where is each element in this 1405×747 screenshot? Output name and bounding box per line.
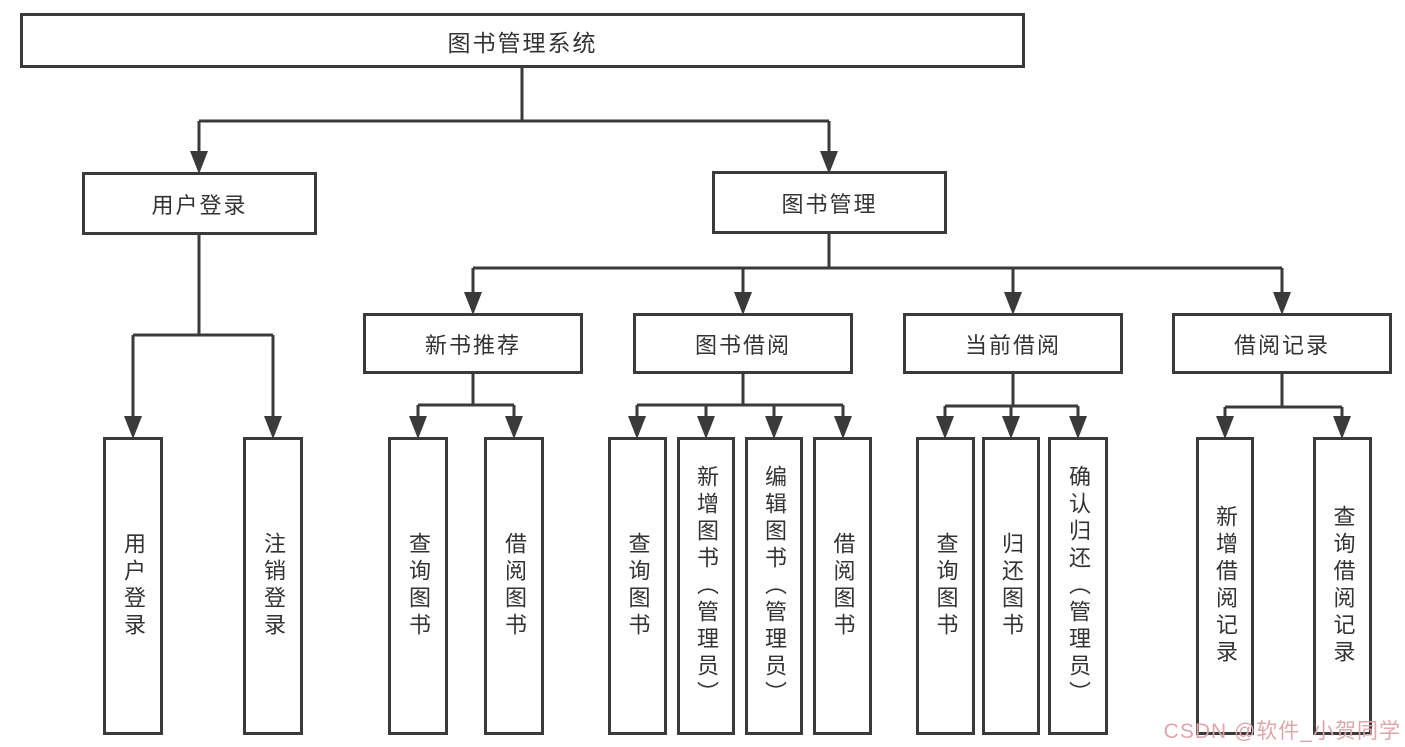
arrow-down-icon (628, 416, 646, 439)
arrow-down-icon (190, 151, 208, 174)
leaf-borrow-edit: 编辑图书（管理员） (745, 437, 803, 735)
leaf-record-query-label: 查询借阅记录 (1330, 505, 1356, 667)
arrow-down-icon (1273, 292, 1291, 315)
arrow-down-icon (1216, 416, 1234, 439)
arrow-down-icon (1004, 292, 1022, 315)
connector-book-mgmt-split (471, 234, 1284, 294)
node-current-borrow-label: 当前借阅 (964, 332, 1061, 358)
node-user-login-label: 用户登录 (151, 192, 248, 218)
leaf-record-add: 新增借阅记录 (1196, 437, 1254, 735)
arrow-down-icon (697, 416, 715, 439)
leaf-current-return-label: 归还图书 (999, 532, 1024, 640)
leaf-current-query-label: 查询图书 (933, 532, 959, 640)
connector-book-borrow-split (635, 374, 845, 418)
leaf-borrow-add-label: 新增图书（管理员） (694, 464, 719, 708)
node-book-borrow-label: 图书借阅 (694, 332, 791, 358)
leaf-record-add-label: 新增借阅记录 (1213, 505, 1238, 667)
node-new-book: 新书推荐 (363, 313, 583, 374)
leaf-current-confirm: 确认归还（管理员） (1048, 437, 1108, 735)
arrow-down-icon (734, 292, 752, 315)
leaf-borrow-add: 新增图书（管理员） (677, 437, 735, 735)
node-borrow-record: 借阅记录 (1172, 313, 1392, 374)
node-new-book-label: 新书推荐 (424, 332, 521, 358)
leaf-user-login: 用户登录 (103, 437, 163, 735)
leaf-newbook-query: 查询图书 (388, 437, 448, 735)
connector-user-login-split (131, 235, 275, 418)
leaf-current-confirm-label: 确认归还（管理员） (1066, 464, 1091, 708)
arrow-down-icon (765, 416, 783, 439)
connector-new-book-split (416, 374, 516, 418)
arrow-down-icon (464, 292, 482, 315)
arrow-down-icon (264, 416, 282, 439)
leaf-user-login-label: 用户登录 (121, 532, 146, 640)
leaf-borrow-borrow: 借阅图书 (813, 437, 872, 735)
arrow-down-icon (1333, 416, 1351, 439)
connector-current-borrow-split (943, 374, 1080, 418)
leaf-logout: 注销登录 (243, 437, 303, 735)
arrow-down-icon (1002, 416, 1020, 439)
node-user-login: 用户登录 (82, 172, 317, 235)
leaf-borrow-query: 查询图书 (608, 437, 667, 735)
arrow-down-icon (124, 416, 142, 439)
arrowheads (124, 151, 1351, 439)
leaf-current-query: 查询图书 (916, 437, 975, 735)
arrow-down-icon (820, 151, 838, 174)
arrow-down-icon (936, 416, 954, 439)
node-root: 图书管理系统 (20, 13, 1025, 68)
leaf-borrow-query-label: 查询图书 (625, 532, 651, 640)
node-current-borrow: 当前借阅 (903, 313, 1123, 374)
leaf-current-return: 归还图书 (982, 437, 1040, 735)
arrow-down-icon (409, 416, 427, 439)
leaf-borrow-borrow-label: 借阅图书 (830, 532, 856, 640)
leaf-borrow-edit-label: 编辑图书（管理员） (762, 464, 787, 708)
arrow-down-icon (834, 416, 852, 439)
node-root-label: 图书管理系统 (447, 29, 598, 56)
node-book-mgmt: 图书管理 (712, 171, 947, 234)
node-book-borrow: 图书借阅 (633, 313, 853, 374)
leaf-logout-label: 注销登录 (261, 532, 286, 640)
csdn-watermark: CSDN @软件_小贺同学 (1163, 720, 1401, 743)
node-borrow-record-label: 借阅记录 (1233, 332, 1330, 358)
connector-borrow-record-split (1223, 374, 1344, 418)
node-book-mgmt-label: 图书管理 (781, 191, 878, 217)
leaf-newbook-borrow-label: 借阅图书 (502, 532, 527, 640)
leaf-record-query: 查询借阅记录 (1313, 437, 1372, 735)
leaf-newbook-borrow: 借阅图书 (484, 437, 544, 735)
arrow-down-icon (1069, 416, 1087, 439)
leaf-newbook-query-label: 查询图书 (406, 532, 431, 640)
arrow-down-icon (505, 416, 523, 439)
connector-root-split (197, 68, 831, 153)
